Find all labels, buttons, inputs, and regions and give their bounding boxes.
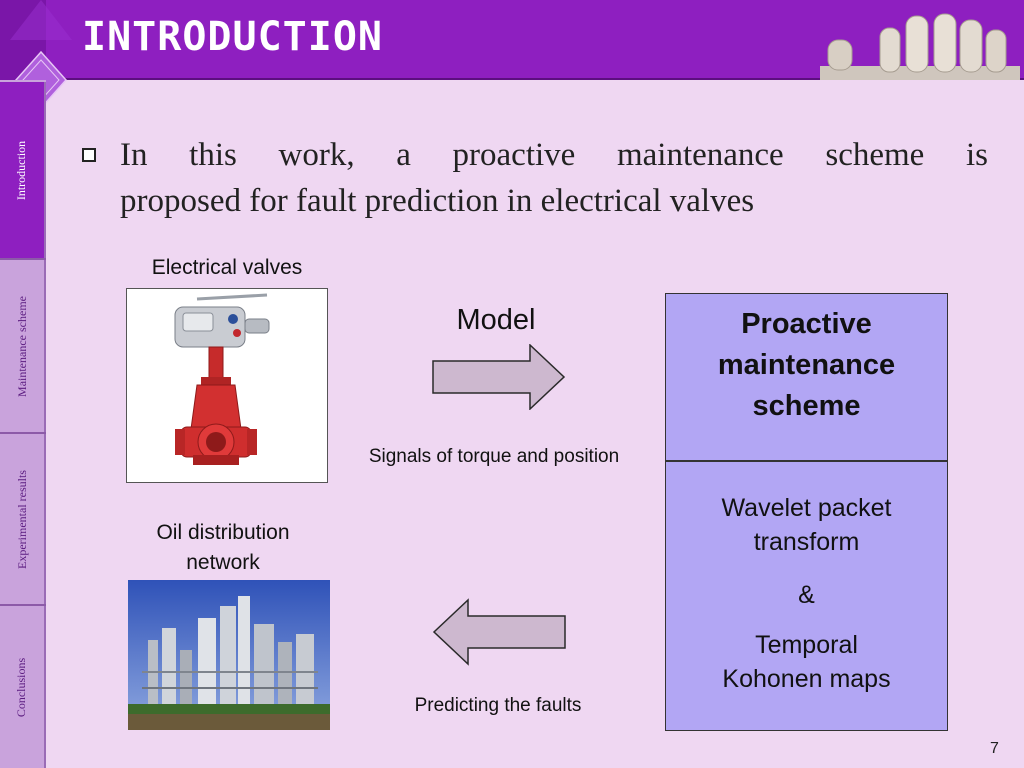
page-title: INTRODUCTION	[82, 14, 383, 60]
sidebar-item-introduction[interactable]: Introduction	[0, 82, 46, 258]
sidebar-item-conclusions[interactable]: Conclusions	[0, 606, 46, 768]
sidebar-divider	[0, 432, 46, 434]
slide-header: INTRODUCTION	[0, 0, 1024, 110]
robot-hand-icon	[820, 13, 1020, 80]
temporal-kohonen-text: Temporal Kohonen maps	[666, 628, 947, 696]
page-number: 7	[990, 740, 999, 757]
model-label: Model	[456, 304, 536, 336]
right-arrow-icon	[432, 344, 566, 410]
oil-caption-line-1: Oil distribution	[156, 521, 290, 544]
sidebar-item-label: Conclusions	[14, 657, 29, 717]
wavelet-packet-text: Wavelet packet transform	[666, 491, 947, 559]
predicting-label: Predicting the faults	[414, 695, 582, 716]
sidebar-item-label: Introduction	[14, 140, 29, 200]
intro-bullet: In this work, a proactive maintenance sc…	[82, 132, 988, 224]
sidebar-item-label: Experimental results	[14, 469, 29, 569]
valves-caption: Electrical valves	[151, 256, 303, 279]
temporal-line-1: Temporal	[755, 631, 858, 659]
temporal-line-2: Kohonen maps	[722, 665, 891, 693]
wavelet-line-1: Wavelet packet	[721, 494, 892, 522]
sidebar-item-maintenance-scheme[interactable]: Maintenance scheme	[0, 260, 46, 432]
square-bullet-icon	[82, 148, 96, 162]
electrical-valve-image	[126, 288, 328, 483]
bullet-line-1: In this work, a proactive maintenance sc…	[120, 137, 988, 173]
scheme-title: Proactive maintenance scheme	[666, 304, 947, 427]
refinery-image	[128, 580, 330, 730]
scheme-divider	[666, 460, 947, 462]
sidebar-item-experimental-results[interactable]: Experimental results	[0, 434, 46, 604]
bullet-line-2: proposed for fault prediction in electri…	[120, 183, 755, 219]
bullet-text: In this work, a proactive maintenance sc…	[120, 132, 988, 224]
proactive-scheme-box: Proactive maintenance scheme Wavelet pac…	[665, 293, 948, 731]
sidebar-divider	[0, 258, 46, 260]
scheme-title-line-1: Proactive	[741, 308, 872, 340]
valve-icon	[127, 289, 327, 482]
refinery-icon	[128, 580, 330, 730]
oil-caption-line-2: network	[186, 551, 260, 574]
oil-network-caption: Oil distribution network	[120, 518, 326, 578]
left-arrow-icon	[432, 598, 566, 666]
scheme-title-line-2: maintenance	[717, 349, 896, 381]
signals-label: Signals of torque and position	[368, 446, 620, 467]
sidebar-divider	[0, 604, 46, 606]
ampersand-text: &	[798, 581, 815, 609]
scheme-title-line-3: scheme	[752, 390, 861, 422]
wavelet-line-2: transform	[753, 528, 860, 556]
sidebar-item-label: Maintenance scheme	[14, 295, 29, 397]
